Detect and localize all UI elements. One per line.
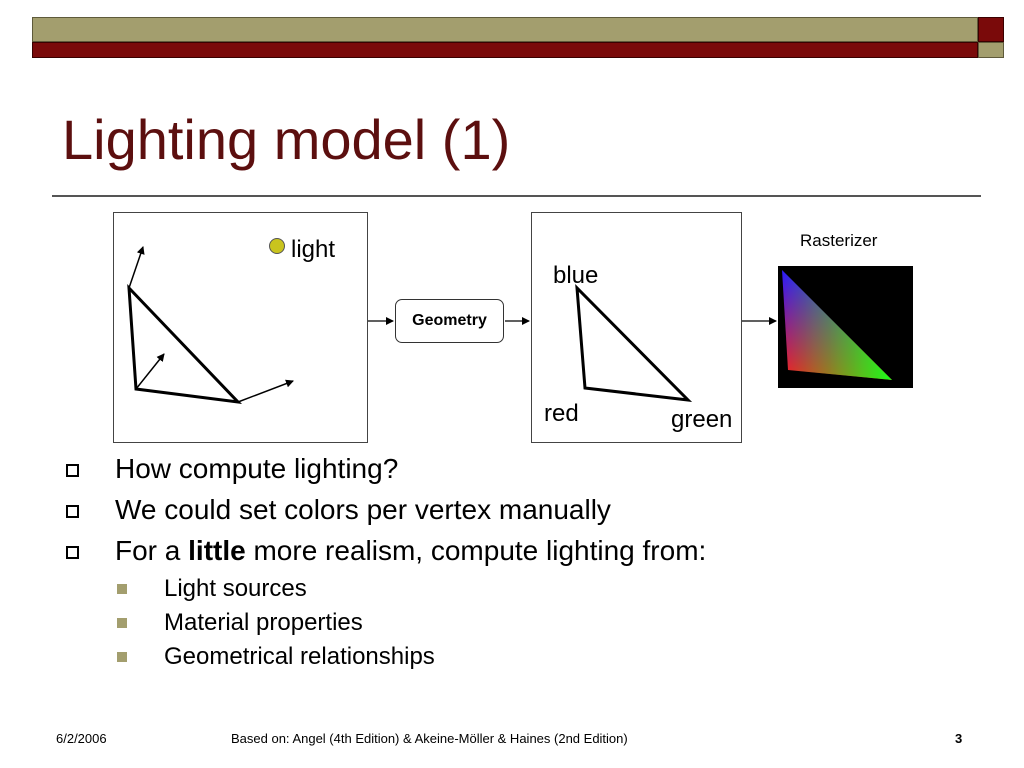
sub-bullet-item-3: Geometrical relationships (164, 643, 435, 670)
header-square-olive (978, 42, 1004, 58)
bullet-text-prefix: For a (115, 535, 189, 566)
rasterizer-output (778, 266, 913, 388)
normal-arrow-top (128, 246, 145, 289)
rasterizer-label: Rasterizer (800, 231, 878, 250)
vertex-label-red: red (544, 400, 579, 427)
geometry-stage-box: Geometry (395, 299, 504, 343)
header-bar-olive (32, 17, 978, 42)
slide-title: Lighting model (1) (62, 108, 511, 171)
normal-arrow-left (135, 353, 165, 390)
footer-page-number: 3 (955, 731, 963, 746)
footer-date: 6/2/2006 (56, 731, 107, 746)
sub-bullet-marker (117, 618, 127, 628)
rasterized-triangle (782, 270, 892, 380)
input-triangle (127, 283, 243, 405)
vertex-label-blue: blue (553, 262, 599, 289)
vertex-color-panel (531, 212, 742, 443)
footer-citation: Based on: Angel (4th Edition) & Akeine-M… (231, 731, 628, 746)
vertex-label-green: green (671, 406, 733, 433)
output-triangle (575, 284, 693, 402)
title-divider (52, 195, 981, 197)
bullet-item-3: For a little more realism, compute light… (115, 537, 706, 565)
normal-arrow-right (237, 379, 294, 403)
sub-bullet-item-1: Light sources (164, 575, 307, 602)
bullet-item-2: We could set colors per vertex manually (115, 494, 611, 525)
light-source-icon (269, 238, 285, 254)
sub-bullet-item-2: Material properties (164, 609, 363, 636)
bullet-text-suffix: more realism, compute lighting from: (245, 535, 707, 566)
light-label: light (291, 236, 336, 263)
bullet-marker (66, 546, 79, 559)
input-geometry-panel (113, 212, 368, 443)
bullet-marker (66, 464, 79, 477)
sub-bullet-marker (117, 584, 127, 594)
header-square-maroon (978, 17, 1004, 42)
bullet-emphasis: little (188, 535, 246, 566)
bullet-marker (66, 505, 79, 518)
header-bar-maroon (32, 42, 978, 58)
bullet-item-1: How compute lighting? (115, 453, 399, 484)
sub-bullet-marker (117, 652, 127, 662)
geometry-label: Geometry (412, 312, 487, 329)
